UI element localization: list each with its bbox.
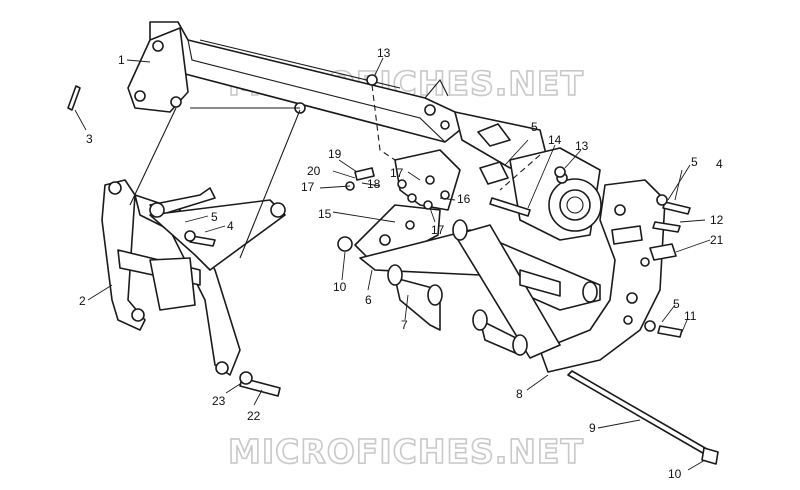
main-frame-beam: [149, 21, 549, 169]
callout-1: 1: [118, 53, 125, 67]
callout-17-middle: 17: [390, 166, 404, 180]
callout-18: 18: [367, 177, 381, 191]
callout-23: 23: [212, 394, 226, 408]
leader-lines: [74, 57, 711, 471]
lower-cradle: [337, 219, 601, 359]
callout-22: 22: [247, 409, 261, 423]
callout-12: 12: [710, 213, 724, 227]
left-subframe: [101, 179, 286, 376]
callout-labels: 1 2 3 4 5 4 5 5 5 6 7 8 9 10 10 11 12 13…: [79, 46, 724, 481]
callout-11: 11: [684, 309, 697, 323]
callout-5-top: 5: [531, 120, 538, 134]
callout-3: 3: [86, 132, 93, 146]
callout-10-left: 10: [333, 280, 347, 294]
callout-17-lower: 17: [431, 223, 445, 237]
callout-4: 4: [227, 219, 234, 233]
callout-16: 16: [457, 192, 471, 206]
long-bolt: [567, 370, 719, 465]
callout-5: 5: [211, 210, 218, 224]
callout-4-right: 4: [716, 157, 723, 171]
callout-13-right: 13: [575, 139, 589, 153]
callout-5-lower: 5: [673, 297, 680, 311]
construction-line: [129, 107, 177, 206]
watermark-bottom: MICROFICHES.NET: [228, 432, 584, 471]
callout-8: 8: [516, 387, 523, 401]
fasteners: [184, 74, 691, 397]
dashed-line: [371, 84, 396, 161]
callout-14: 14: [548, 133, 562, 147]
callout-15: 15: [318, 207, 332, 221]
callout-21: 21: [710, 233, 724, 247]
callout-19: 19: [328, 147, 342, 161]
callout-9: 9: [589, 421, 596, 435]
callout-13-top: 13: [377, 46, 391, 60]
pin: [67, 85, 81, 111]
rear-frame: [509, 147, 677, 373]
construction-line: [239, 109, 301, 259]
dashed-line: [499, 154, 541, 191]
callout-7: 7: [401, 318, 408, 332]
callout-17-left: 17: [301, 180, 315, 194]
head-bracket: [127, 27, 306, 114]
callout-5-right: 5: [691, 155, 698, 169]
callout-6: 6: [365, 293, 372, 307]
callout-2: 2: [79, 294, 86, 308]
callout-10-bottom: 10: [668, 467, 682, 481]
callout-20: 20: [307, 164, 321, 178]
